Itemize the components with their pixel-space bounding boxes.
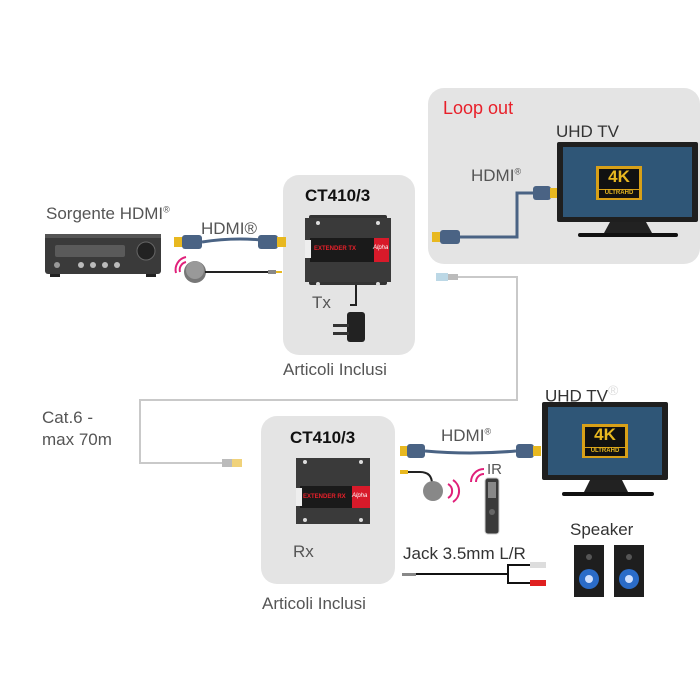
- tx-role-label: Tx: [312, 293, 331, 312]
- loop-out-label: Loop out: [443, 98, 514, 118]
- badge-4k-text: 4K: [608, 167, 630, 186]
- badge-ultra-text: ULTRA: [590, 448, 611, 454]
- rx-device-text: EXTENDER RX: [303, 494, 346, 500]
- remote-control: [470, 468, 500, 535]
- tx-device-text: EXTENDER TX: [314, 246, 357, 252]
- registered-mark: ®: [163, 204, 170, 215]
- ir-label: IR: [487, 461, 502, 478]
- rx-device: [296, 458, 370, 524]
- badge-hd-text: HD: [624, 190, 634, 196]
- source-hdmi-label: HDMI®: [201, 219, 257, 238]
- tv-top: [557, 142, 698, 237]
- loop-hdmi-text: HDMI: [471, 166, 515, 185]
- rx-hdmi-label: HDMI®: [441, 426, 491, 446]
- registered-mark: ®: [484, 426, 492, 437]
- tx-caption: Articoli Inclusi: [283, 360, 387, 379]
- tx-model-label: CT410/3: [305, 186, 371, 205]
- source-hdmi-cable: [174, 235, 286, 249]
- jack-cable: [402, 562, 546, 586]
- tv-bottom-ultra-badge: ULTRAHD: [585, 448, 625, 454]
- registered-mark: ®: [607, 382, 619, 398]
- cat6-line1: Cat.6 -: [42, 408, 94, 427]
- jack-label: Jack 3.5mm L/R: [403, 544, 526, 563]
- tv-top-label: UHD TV: [556, 122, 619, 141]
- power-adapter: [333, 312, 365, 342]
- rx-model-label: CT410/3: [290, 428, 356, 447]
- rx-caption: Articoli Inclusi: [262, 594, 366, 613]
- tv-bottom-label: UHD TV®: [545, 382, 618, 407]
- cat6-line2: max 70m: [42, 430, 112, 449]
- rx-hdmi-text: HDMI: [441, 426, 485, 445]
- rx-hdmi-cable: [400, 444, 541, 458]
- rx-role-label: Rx: [293, 542, 314, 561]
- tv-bottom-4k-badge: 4K: [585, 425, 625, 445]
- loop-hdmi-label: HDMI®: [471, 166, 521, 186]
- cat6-cable: [139, 276, 518, 464]
- registered-mark: ®: [514, 166, 522, 177]
- rj45-plug-bottom: [222, 459, 242, 467]
- source-label: Sorgente HDMI®: [46, 204, 170, 224]
- tx-brand-logo: Alpha: [373, 245, 389, 251]
- tv-top-ultra-badge: ULTRAHD: [599, 190, 639, 196]
- loop-hdmi-cable: [432, 186, 558, 244]
- badge-ultra-text: ULTRA: [604, 190, 625, 196]
- tv-top-4k-badge: 4K: [599, 167, 639, 187]
- source-label-text: Sorgente HDMI: [46, 204, 164, 223]
- tv-bottom: [542, 402, 668, 496]
- tx-device: [305, 215, 391, 306]
- badge-hd-text: HD: [610, 448, 620, 454]
- speaker-left: [574, 545, 604, 597]
- badge-4k-text: 4K: [594, 425, 616, 444]
- ir-receiver-rx: [400, 470, 460, 503]
- speaker-label: Speaker: [570, 520, 634, 539]
- speaker-right: [614, 545, 644, 597]
- ir-receiver-tx: [174, 256, 282, 283]
- rx-brand-logo: Alpha: [352, 493, 368, 499]
- rj45-plug-top: [436, 273, 458, 281]
- source-device: [45, 234, 161, 277]
- tv-bottom-text: UHD TV: [545, 386, 608, 406]
